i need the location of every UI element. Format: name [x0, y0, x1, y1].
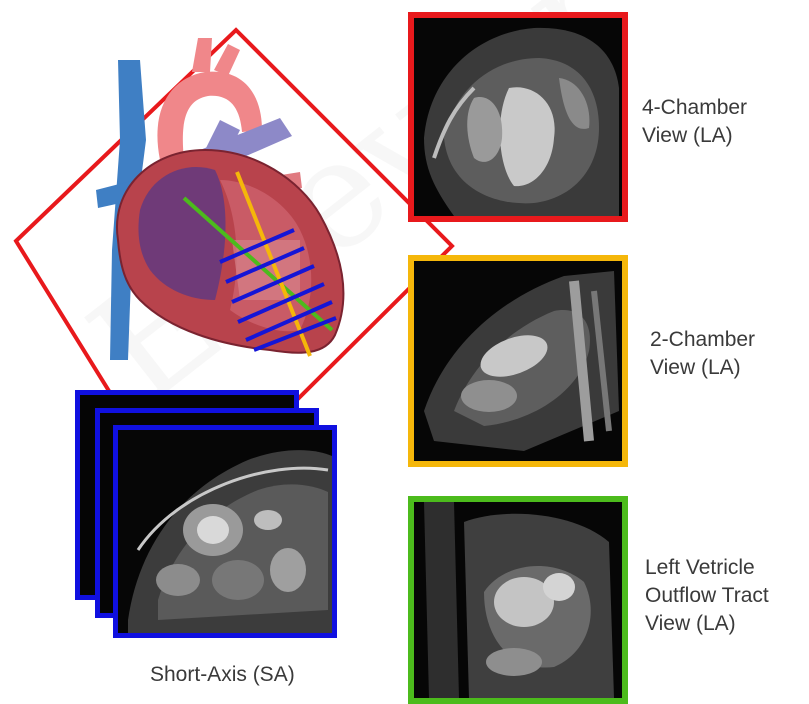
four-chamber-label-line1: 4-Chamber — [642, 94, 747, 122]
four-chamber-frame — [408, 12, 628, 222]
lvot-label-line1: Left Vetricle — [645, 554, 769, 582]
two-chamber-mri-image — [414, 261, 622, 461]
two-chamber-label-line2: View (LA) — [650, 354, 755, 382]
two-chamber-frame — [408, 255, 628, 467]
lvot-mri-image — [414, 502, 622, 698]
short-axis-label: Short-Axis (SA) — [150, 661, 295, 689]
short-axis-mri-image — [118, 430, 332, 633]
four-chamber-label-line2: View (LA) — [642, 122, 747, 150]
lvot-label-line3: View (LA) — [645, 610, 769, 638]
lvot-label: Left Vetricle Outflow Tract View (LA) — [645, 554, 769, 638]
short-axis-frame-front — [113, 425, 337, 638]
four-chamber-label: 4-Chamber View (LA) — [642, 94, 747, 150]
four-chamber-mri-image — [414, 18, 622, 216]
lvot-label-line2: Outflow Tract — [645, 582, 769, 610]
two-chamber-label-line1: 2-Chamber — [650, 326, 755, 354]
two-chamber-label: 2-Chamber View (LA) — [650, 326, 755, 382]
lvot-frame — [408, 496, 628, 704]
